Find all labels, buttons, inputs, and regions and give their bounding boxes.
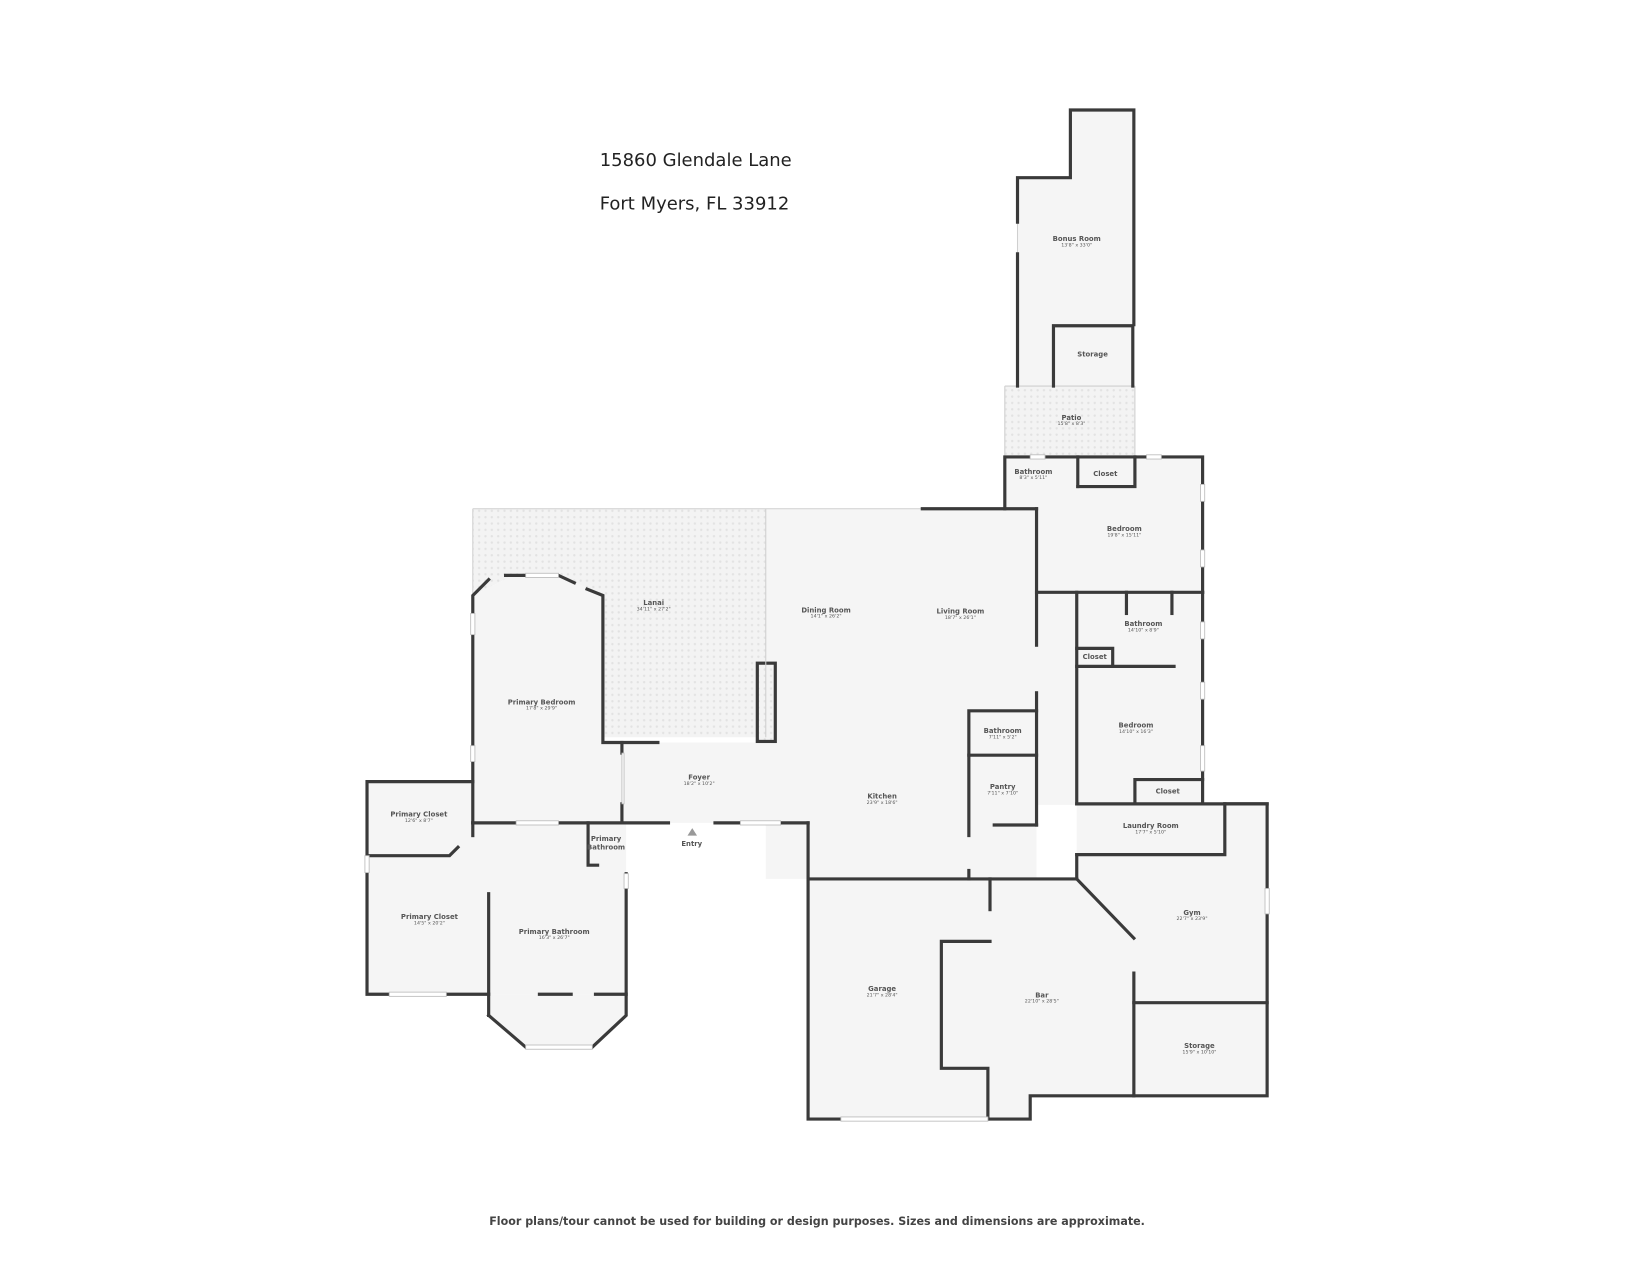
outdoor-areas bbox=[472, 386, 1135, 744]
entry-arrow-icon bbox=[687, 828, 698, 836]
room-label-storage-upper: Storage bbox=[1077, 350, 1108, 359]
room-label-closet-mid: Closet bbox=[1082, 652, 1107, 662]
patio-area bbox=[1004, 386, 1135, 457]
open-edges bbox=[472, 177, 1136, 738]
room-label-closet-lower: Closet bbox=[1155, 786, 1180, 796]
lanai-area bbox=[472, 508, 766, 738]
address-line-2: Fort Myers, FL 33912 bbox=[599, 193, 790, 215]
entry-label: Entry bbox=[681, 839, 703, 849]
room-label-closet-upper: Closet bbox=[1093, 469, 1118, 479]
address-line-1: 15860 Glendale Lane bbox=[599, 150, 792, 172]
floor-fills bbox=[367, 110, 1268, 1120]
disclaimer-text: Floor plans/tour cannot be used for buil… bbox=[489, 1215, 1145, 1228]
room-label-primary-bathroom-small: Primary Bathroom bbox=[587, 834, 626, 852]
windows bbox=[364, 454, 1270, 1122]
walls bbox=[365, 108, 1269, 1121]
